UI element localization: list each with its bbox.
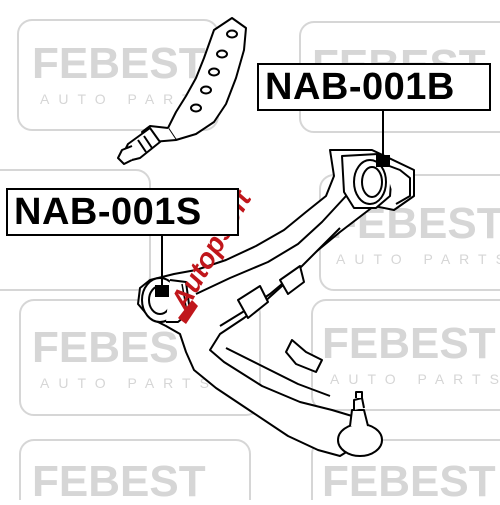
watermark-brand: FEBEST <box>32 457 206 500</box>
watermark-sub: AUTO PARTS <box>330 371 500 387</box>
watermark-sub: AUTO PARTS <box>40 91 218 107</box>
callout-leaders <box>155 111 390 297</box>
part-number-label-b: NAB-001B <box>257 63 491 111</box>
bracket-part <box>117 17 247 165</box>
watermark-brand: FEBEST <box>32 39 206 88</box>
autopsoft-mark <box>178 300 198 324</box>
watermark-brand: FEBEST <box>322 319 496 368</box>
watermark-tile: FEBEST AUTO PARTS <box>311 299 500 411</box>
watermark-sub: AUTO PARTS <box>336 251 500 267</box>
watermark-tile: FEBEST AUTO PARTS <box>17 19 219 131</box>
leader-marker-s <box>155 285 169 297</box>
part-number-label-s: NAB-001S <box>6 188 239 236</box>
watermark-sub: AUTO PARTS <box>40 375 218 391</box>
leader-marker-b <box>376 155 390 167</box>
control-arm <box>137 149 415 457</box>
watermark-tile: FEBEST <box>19 439 251 505</box>
watermark-tile: FEBEST <box>311 439 500 505</box>
watermark-brand: FEBEST <box>322 457 496 500</box>
